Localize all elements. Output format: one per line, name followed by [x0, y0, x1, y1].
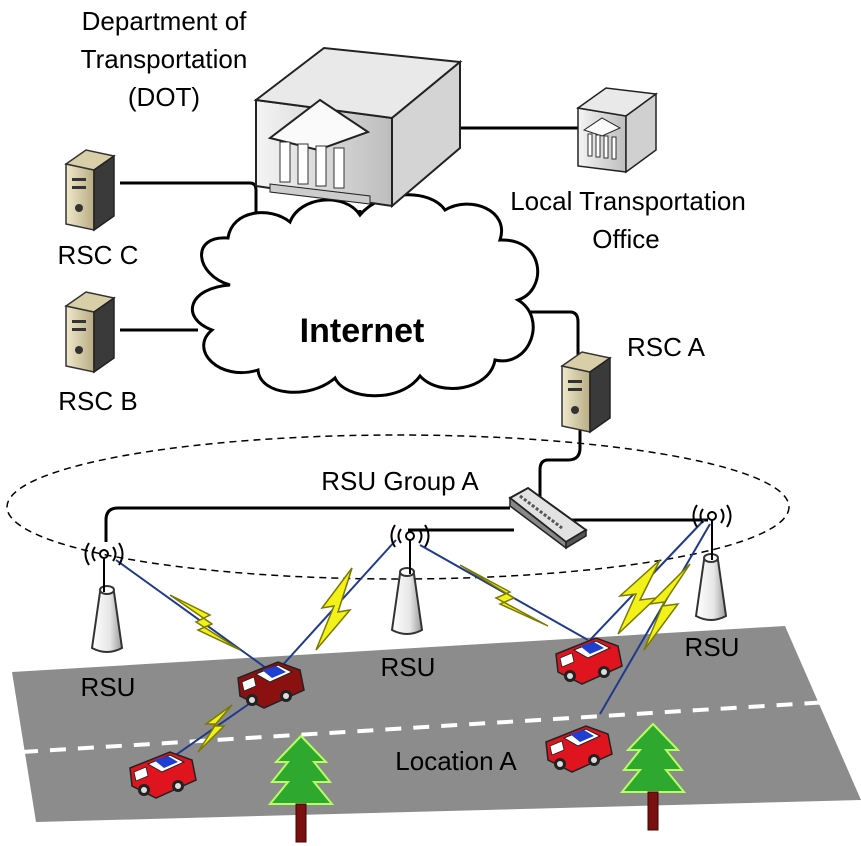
rsu-group-label: RSU Group A: [321, 466, 479, 496]
rsc-c-label: RSC C: [58, 240, 139, 270]
rsu-group-boundary: [6, 434, 790, 580]
rsc-a-label: RSC A: [627, 332, 706, 362]
rsu-label-3: RSU: [685, 632, 740, 662]
internet-label: Internet: [300, 312, 425, 350]
dot-label-line3: (DOT): [128, 82, 200, 112]
rsc-b-server-icon: [65, 291, 115, 373]
dot-label-line2: Transportation: [81, 44, 248, 74]
local-office-label-line2: Office: [592, 224, 659, 254]
local-office-label-line1: Local Transportation: [510, 186, 746, 216]
road-center-dashes: [21, 698, 861, 754]
rsu-label-1: RSU: [81, 672, 136, 702]
local-office-building-icon: [576, 87, 658, 174]
location-label: Location A: [395, 746, 517, 776]
internet-cloud: [191, 193, 540, 398]
rsc-a-server-icon: [561, 351, 611, 433]
network-switch-icon: [508, 486, 588, 550]
rsu-tower-icon-1: [91, 585, 123, 653]
lightning-bolts: [169, 559, 691, 753]
rsc-c-server-icon: [65, 149, 115, 231]
dot-building-icon: [253, 46, 463, 209]
rsu-tower-icon-3: [695, 553, 727, 621]
rsu-tower-icon-2: [391, 567, 423, 635]
rsu-label-2: RSU: [381, 652, 436, 682]
rsc-b-label: RSC B: [58, 386, 137, 416]
dot-label-line1: Department of: [82, 6, 248, 36]
